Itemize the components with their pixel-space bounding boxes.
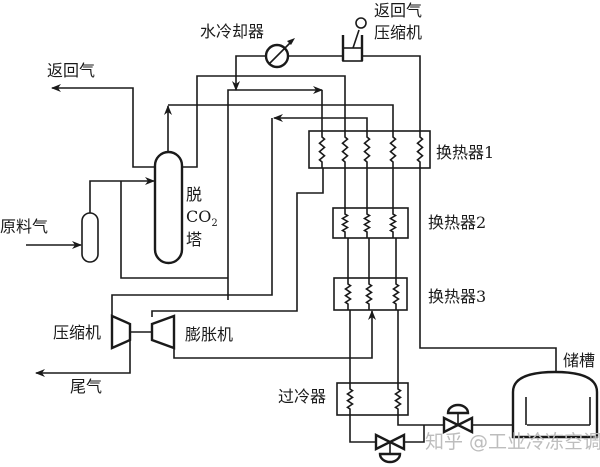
- label-column-subscript: 2: [211, 218, 217, 229]
- label-return-gas: 返回气: [47, 61, 95, 80]
- tank-vapor-return: [419, 168, 557, 372]
- heat-exchanger-1: [308, 130, 431, 169]
- expander-outlet: [173, 310, 376, 359]
- label-storage-tank: 储槽: [563, 351, 595, 370]
- label-return-gas-compressor-1: 返回气: [374, 1, 422, 20]
- compressor-outlet: [35, 340, 131, 377]
- storage-tank: [511, 370, 599, 439]
- label-expander: 膨胀机: [185, 325, 233, 344]
- hx3-coil: [344, 278, 352, 310]
- hx2-coil: [340, 208, 350, 238]
- label-hx2: 换热器2: [428, 213, 486, 232]
- return-gas-outlet-line: [51, 84, 155, 168]
- subcooler-coil: [394, 383, 402, 415]
- label-tail-gas: 尾气: [70, 377, 102, 396]
- throttle-valve-2: [442, 403, 474, 434]
- water-cooler: [264, 38, 295, 69]
- hx1-coil: [318, 131, 326, 168]
- heat-exchanger-coils: [318, 131, 424, 415]
- subcooler-coil: [346, 383, 354, 415]
- hx1-coil: [389, 131, 397, 168]
- label-column-3: 塔: [186, 230, 202, 249]
- hx1-coil: [416, 131, 424, 168]
- co2-removal-column: [153, 150, 184, 265]
- hx1-coil: [363, 131, 371, 168]
- column-bottom-loop: [120, 181, 228, 279]
- column-overhead-to-hx1: [168, 104, 394, 131]
- hx1-to-expander: [151, 168, 324, 317]
- hx2-coil: [388, 208, 398, 238]
- hx1-return-line: [273, 114, 368, 131]
- label-column-1: 脱: [186, 185, 202, 204]
- hx1-inlet-line: [227, 86, 323, 300]
- separator-to-column: [89, 177, 155, 213]
- valve1-to-junction: [404, 425, 425, 443]
- pipelines: [26, 55, 557, 443]
- hx3-coil: [392, 278, 400, 310]
- column-right-to-hx1: [182, 75, 346, 168]
- water-cooler-line: [362, 55, 421, 131]
- hx1-coil: [341, 131, 349, 168]
- hx3-coil: [365, 278, 373, 310]
- label-return-gas-compressor-2: 压缩机: [374, 23, 422, 42]
- water-cooler-outlet: [232, 55, 266, 91]
- label-column-co-text: CO: [186, 207, 211, 226]
- label-subcooler: 过冷器: [278, 387, 326, 406]
- label-compressor: 压缩机: [53, 323, 101, 342]
- compressor: [110, 314, 132, 350]
- hx2-coil: [362, 208, 372, 238]
- subcooler-left-outlet: [349, 415, 376, 443]
- expander: [150, 314, 176, 350]
- label-water-cooler: 水冷却器: [200, 22, 264, 41]
- label-column-co: CO2: [186, 207, 218, 229]
- return-gas-compressor: [341, 17, 367, 62]
- label-feed-gas: 原料气: [0, 217, 48, 236]
- watermark: 知乎 @工业冷冻空调: [425, 431, 600, 453]
- label-hx1: 换热器1: [436, 143, 494, 162]
- subcooler-right-outlet: [397, 415, 444, 426]
- expander-feed-line: [111, 118, 273, 315]
- feed-separator: [81, 212, 99, 263]
- label-hx3: 换热器3: [428, 287, 486, 306]
- throttle-valve-1: [374, 433, 406, 464]
